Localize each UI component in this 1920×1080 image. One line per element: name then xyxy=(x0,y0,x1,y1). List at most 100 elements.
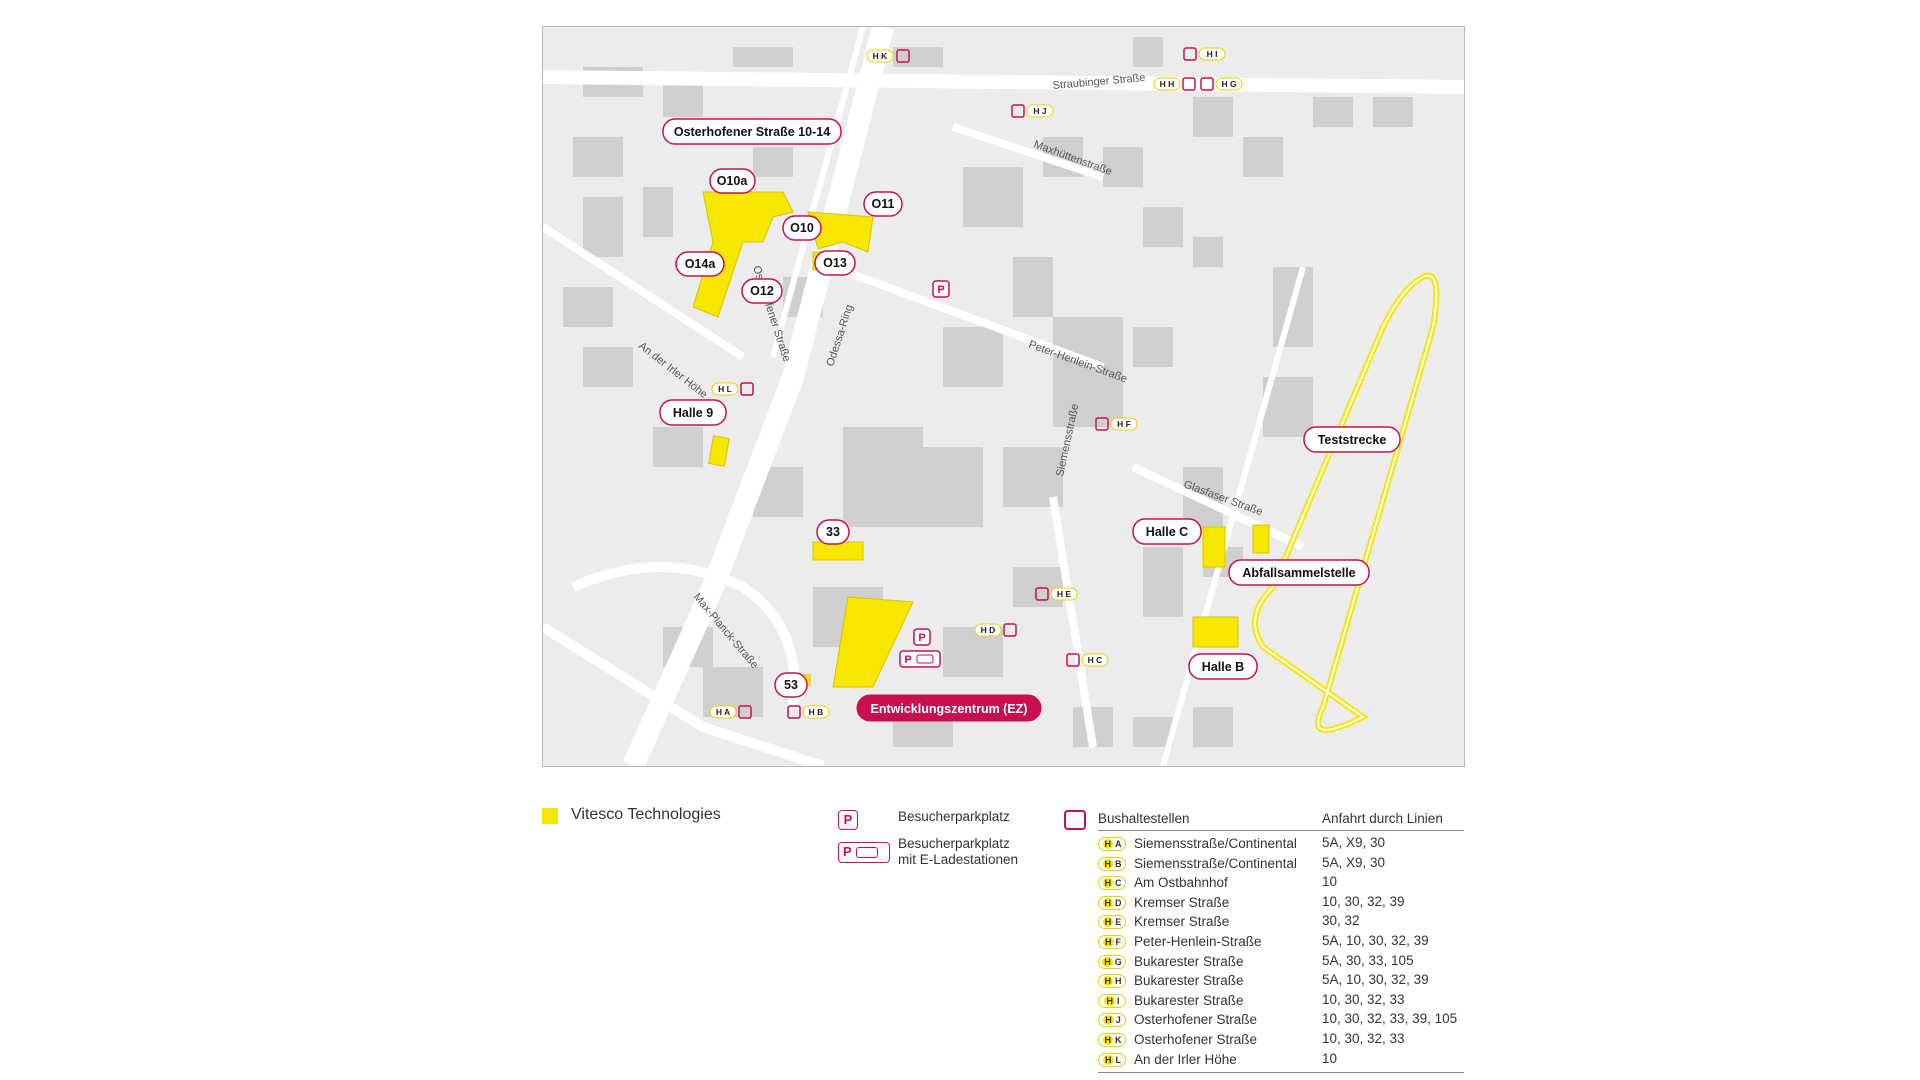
svg-text:H H: H H xyxy=(1160,79,1175,89)
stop-name: Bukarester Straße xyxy=(1134,992,1244,1008)
stop-code: C xyxy=(1115,878,1122,889)
svg-text:H A: H A xyxy=(716,707,730,717)
stop-h-mark: H xyxy=(1102,858,1113,869)
label-o13[interactable]: O13 xyxy=(814,250,856,276)
bus-stop-C[interactable]: H C xyxy=(1066,653,1109,667)
bus-stop-A[interactable]: H A xyxy=(709,705,752,719)
stop-lines: 5A, 30, 33, 105 xyxy=(1322,952,1414,968)
bus-stop-E[interactable]: H E xyxy=(1035,587,1078,601)
ev-parking-line1: Besucherparkplatz xyxy=(898,836,1010,851)
svg-text:33: 33 xyxy=(826,525,840,539)
parking-sign[interactable]: P xyxy=(932,280,950,298)
label-halleb[interactable]: Halle B xyxy=(1188,653,1258,680)
svg-text:H E: H E xyxy=(1057,589,1072,599)
stop-name: Osterhofener Straße xyxy=(1134,1012,1258,1028)
bus-stops: H K H I H H H G H J H L H F H E H D H C … xyxy=(709,47,1243,719)
svg-text:P: P xyxy=(904,654,911,666)
bus-icon xyxy=(1064,810,1086,830)
bus-icon xyxy=(738,705,752,719)
stop-name: Osterhofener Straße xyxy=(1134,1032,1258,1047)
svg-text:P: P xyxy=(937,284,944,296)
svg-text:H F: H F xyxy=(1117,419,1131,429)
bus-stop-D[interactable]: H D xyxy=(974,623,1017,637)
stop-lines: 10, 30, 32, 33 xyxy=(1322,1031,1405,1046)
bus-icon xyxy=(1183,47,1197,61)
bus-stop-H[interactable]: H H xyxy=(1153,77,1196,91)
label-33[interactable]: 33 xyxy=(816,519,850,545)
svg-text:Halle C: Halle C xyxy=(1146,525,1188,539)
label-halle9[interactable]: Halle 9 xyxy=(659,399,727,426)
bus-stop-L[interactable]: H L xyxy=(711,382,754,396)
bus-stop-J[interactable]: H J xyxy=(1011,104,1054,118)
label-o10a[interactable]: O10a xyxy=(709,168,756,194)
svg-text:Halle 9: Halle 9 xyxy=(673,406,713,420)
stop-code: B xyxy=(1115,858,1122,869)
svg-text:Entwicklungszentrum (EZ): Entwicklungszentrum (EZ) xyxy=(871,702,1028,716)
ev-parking-icon: P xyxy=(838,842,890,863)
ev-parking-line2: mit E-Ladestationen xyxy=(898,852,1019,867)
bus-stop-B[interactable]: H B xyxy=(787,705,830,719)
svg-text:H J: H J xyxy=(1033,106,1047,116)
bus-icon xyxy=(1200,77,1214,91)
stop-name: Bukarester Straße xyxy=(1134,973,1244,989)
label-o11[interactable]: O11 xyxy=(863,191,903,217)
bus-icon xyxy=(1182,77,1196,91)
label-abfall[interactable]: Abfallsammelstelle xyxy=(1228,559,1370,586)
bus-stop-I[interactable]: H I xyxy=(1183,47,1226,61)
label-53[interactable]: 53 xyxy=(774,672,808,698)
stop-name: Kremser Straße xyxy=(1134,894,1230,910)
stop-h-mark: H xyxy=(1103,937,1114,947)
bus-icon xyxy=(1011,104,1025,118)
svg-text:53: 53 xyxy=(784,678,798,692)
stop-h-mark: H xyxy=(1103,1054,1114,1065)
bus-icon xyxy=(787,705,801,719)
label-osterhofener-10-14[interactable]: Osterhofener Straße 10-14 xyxy=(662,118,842,145)
bus-stop-K[interactable]: H K xyxy=(866,49,910,63)
svg-text:H B: H B xyxy=(809,707,824,717)
svg-text:Abfallsammelstelle: Abfallsammelstelle xyxy=(1242,566,1355,580)
ev-parking-legend-label: Besucherparkplatz mit E-Ladestationen xyxy=(898,836,1018,868)
bus-icon xyxy=(896,49,910,63)
stop-lines: 30, 32 xyxy=(1322,913,1360,929)
ev-parking-sign[interactable]: P xyxy=(899,650,941,668)
label-hallec[interactable]: Halle C xyxy=(1132,518,1202,545)
bus-header: Bushaltestellen xyxy=(1098,811,1190,826)
callouts: Osterhofener Straße 10-14 O10a O11 O10 O… xyxy=(659,118,1401,722)
label-ez[interactable]: Entwicklungszentrum (EZ) xyxy=(856,694,1042,722)
stop-h-mark: H xyxy=(1102,976,1113,987)
stop-code: A xyxy=(1115,839,1122,849)
stop-h-mark: H xyxy=(1102,839,1113,849)
company-color-swatch xyxy=(542,808,558,824)
label-o12[interactable]: O12 xyxy=(741,278,783,304)
stop-name: An der Irler Höhe xyxy=(1134,1051,1237,1067)
parking-sign[interactable]: P xyxy=(913,628,931,646)
label-teststrecke[interactable]: Teststrecke xyxy=(1303,426,1401,453)
bus-icon xyxy=(740,382,754,396)
label-o10[interactable]: O10 xyxy=(782,215,822,241)
svg-text:O12: O12 xyxy=(750,284,774,298)
bus-icon xyxy=(1095,417,1109,431)
stop-name: Peter-Henlein-Straße xyxy=(1134,934,1262,949)
stop-lines: 5A, X9, 30 xyxy=(1322,854,1386,870)
stop-lines: 10, 30, 32, 39 xyxy=(1322,893,1405,909)
label-o14a[interactable]: O14a xyxy=(675,251,725,277)
site-map[interactable]: Straubinger Straße Maxhüttenstraße Oster… xyxy=(542,26,1465,767)
bus-stop-G[interactable]: H G xyxy=(1200,77,1243,91)
svg-text:H G: H G xyxy=(1221,79,1237,89)
bus-stop-F[interactable]: H F xyxy=(1095,417,1138,431)
table-bottom-divider xyxy=(1098,1072,1464,1073)
lines-header: Anfahrt durch Linien xyxy=(1322,811,1443,826)
svg-text:H C: H C xyxy=(1088,655,1103,665)
